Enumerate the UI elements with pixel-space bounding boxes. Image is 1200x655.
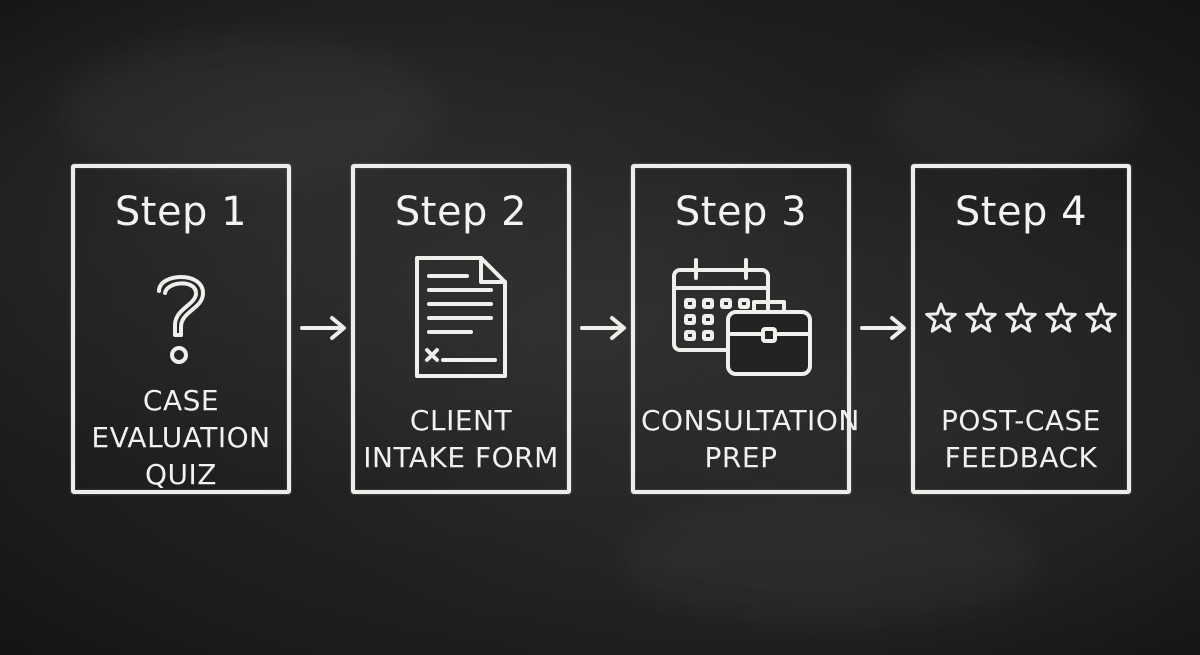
document-form-icon — [355, 250, 567, 385]
star-icon — [965, 302, 997, 333]
star-icon — [1005, 302, 1037, 333]
step-4-label-line: POST-CASE — [940, 404, 1101, 437]
step-4-label-line: FEEDBACK — [944, 441, 1098, 474]
step-1-title: Step 1 — [114, 189, 248, 235]
step-2-title: Step 2 — [394, 189, 528, 235]
step-1-label-line: EVALUATION — [91, 421, 271, 454]
step-4-title: Step 4 — [954, 189, 1088, 235]
star-icon — [1085, 302, 1117, 333]
step-3-title: Step 3 — [674, 189, 808, 235]
step-1-label-line: QUIZ — [145, 458, 217, 491]
right-arrow-icon — [580, 316, 626, 340]
right-arrow-icon — [860, 316, 906, 340]
step-3-label-line: CONSULTATION — [641, 404, 860, 437]
step-2-card: Step 2 CLIENT INTAKE FORM — [351, 164, 571, 494]
right-arrow-icon — [300, 316, 346, 340]
step-3-label-line: PREP — [704, 441, 778, 474]
step-1-label: CASE EVALUATION QUIZ — [81, 382, 281, 493]
step-2-label-line: CLIENT — [409, 404, 513, 437]
star-icon — [1045, 302, 1077, 333]
step-3-label: CONSULTATION PREP — [641, 402, 860, 476]
question-mark-icon — [75, 250, 287, 385]
step-1-label-line: CASE — [142, 384, 220, 417]
step-3-card: Step 3 CONSU — [631, 164, 860, 494]
step-4-card: Step 4 POST-CASE FEEDBACK — [911, 164, 1131, 494]
step-2-label: CLIENT INTAKE FORM — [361, 402, 561, 476]
calendar-briefcase-icon — [635, 250, 847, 385]
five-stars-icon — [915, 250, 1127, 385]
step-4-label: POST-CASE FEEDBACK — [921, 402, 1121, 476]
step-2-label-line: INTAKE FORM — [363, 441, 559, 474]
star-icon — [925, 302, 957, 333]
step-1-card: Step 1 CASE EVALUATION QUIZ — [71, 164, 291, 494]
